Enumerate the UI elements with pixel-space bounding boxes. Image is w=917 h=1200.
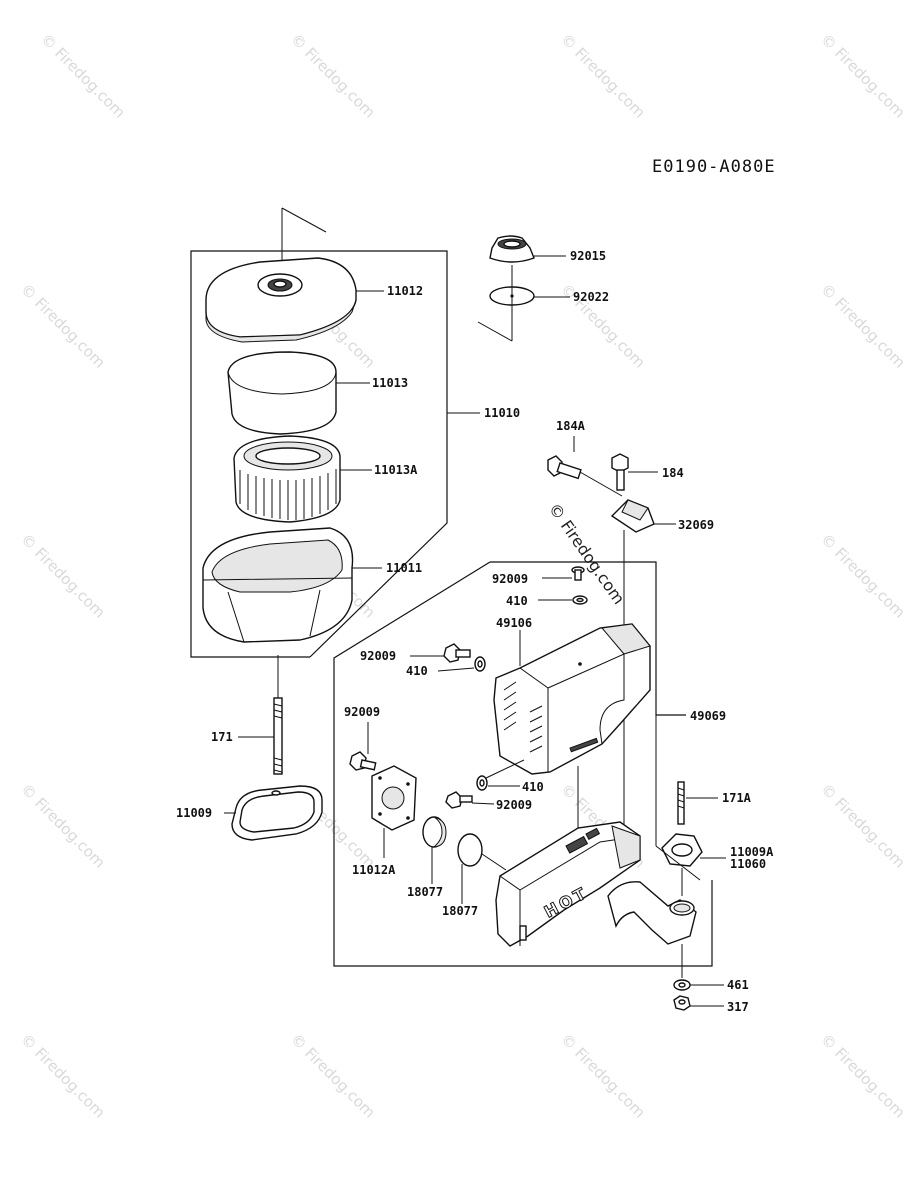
flange-gasket-11012A <box>371 765 417 831</box>
watermark: © Firedog.com <box>17 1030 109 1122</box>
watermark: © Firedog.com <box>817 780 909 872</box>
callout-18077-a: 18077 <box>407 885 443 899</box>
group-frame-11010 <box>190 250 310 658</box>
disc-18077-b <box>457 833 507 904</box>
callout-92015: 92015 <box>570 249 606 263</box>
callout-32069: 32069 <box>678 518 714 532</box>
callout-184: 184 <box>662 466 684 480</box>
group-frame-11010 <box>282 250 448 658</box>
gasket-11009 <box>231 785 323 841</box>
screw-92009-left <box>410 643 486 672</box>
watermark: © Firedog.com <box>557 1030 649 1122</box>
callout-410-top: 410 <box>506 594 528 608</box>
watermark: © Firedog.com <box>817 30 909 122</box>
callout-92009-left: 92009 <box>360 649 396 663</box>
muffler-group: HOT <box>333 436 726 1011</box>
prefilter-11013 <box>227 351 337 435</box>
callout-317: 317 <box>727 1000 749 1014</box>
callout-11013A: 11013A <box>374 463 418 477</box>
watermark: © Firedog.com <box>287 30 379 122</box>
callout-92009-low: 92009 <box>496 798 532 812</box>
gasket-11009A <box>661 833 703 867</box>
callout-49106: 49106 <box>496 616 532 630</box>
callout-labels: 11012 11013 11010 11013A 11011 171 11009… <box>176 249 774 1014</box>
muffler-body: HOT <box>495 821 641 947</box>
screw-92009-low <box>445 759 525 809</box>
callout-11012A: 11012A <box>352 863 396 877</box>
watermark: © Firedog.com <box>17 780 109 872</box>
callout-11009: 11009 <box>176 806 212 820</box>
callout-49069: 49069 <box>690 709 726 723</box>
callout-461: 461 <box>727 978 749 992</box>
diagram-code: E0190-A080E <box>652 157 776 177</box>
watermark: © Firedog.com <box>287 1030 379 1122</box>
callout-11060: 11060 <box>730 857 766 871</box>
washer-461 <box>673 944 724 991</box>
heat-shield-49106 <box>493 623 651 775</box>
callout-410-low: 410 <box>522 780 544 794</box>
callout-11011: 11011 <box>386 561 422 575</box>
base-11011 <box>202 527 354 643</box>
callout-11012: 11012 <box>387 284 423 298</box>
watermark: © Firedog.com <box>37 30 129 122</box>
bolt-184A <box>547 436 623 497</box>
watermark-layer: © Firedog.com © Firedog.com © Firedog.co… <box>17 30 909 1122</box>
callout-11013: 11013 <box>372 376 408 390</box>
nut-317 <box>673 995 724 1011</box>
cover-11012 <box>205 257 357 343</box>
callout-11010: 11010 <box>484 406 520 420</box>
callout-92009-flange: 92009 <box>344 705 380 719</box>
element-11013A <box>233 435 341 523</box>
air-cleaner-group <box>190 207 480 841</box>
callout-171: 171 <box>211 730 233 744</box>
callout-171A: 171A <box>722 791 752 805</box>
screw-92009-flange <box>349 722 377 771</box>
callout-18077-b: 18077 <box>442 904 478 918</box>
oil-cap-group <box>477 235 570 342</box>
bracket-32069 <box>610 499 676 850</box>
stud-171A <box>677 781 685 825</box>
watermark: © Firedog.com <box>817 280 909 372</box>
watermark: © Firedog.com <box>17 530 109 622</box>
callout-92009-top: 92009 <box>492 572 528 586</box>
watermark: © Firedog.com <box>557 30 649 122</box>
group-frame-49069 <box>333 561 713 967</box>
callout-11009A: 11009A <box>730 845 774 859</box>
watermark: © Firedog.com <box>817 530 909 622</box>
screw-92009-top <box>538 566 588 605</box>
callout-92022: 92022 <box>573 290 609 304</box>
disc-18077-a <box>422 816 447 884</box>
watermark: © Firedog.com <box>17 280 109 372</box>
watermark: © Firedog.com <box>817 1030 909 1122</box>
callout-184A: 184A <box>556 419 586 433</box>
stud-171 <box>273 655 283 775</box>
bolt-184 <box>611 453 658 491</box>
exhaust-pipe <box>607 881 697 945</box>
callout-410-left: 410 <box>406 664 428 678</box>
